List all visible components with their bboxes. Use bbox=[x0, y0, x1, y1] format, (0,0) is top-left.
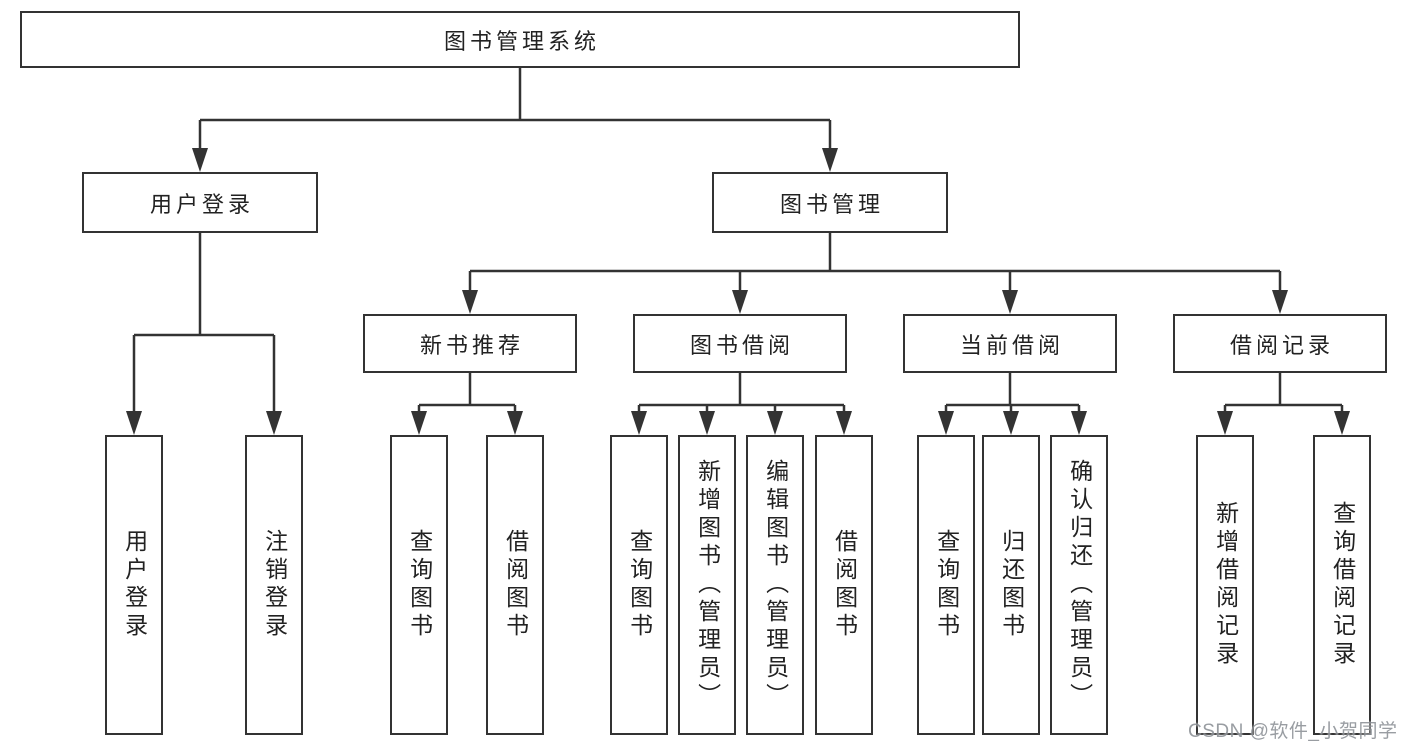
node-root: 图书管理系统 bbox=[20, 11, 1020, 68]
node-label: 借阅记录 bbox=[1229, 332, 1334, 358]
node-label: 编辑图书（管理员） bbox=[762, 459, 789, 711]
arrow-down-icon bbox=[1272, 290, 1288, 314]
node-label: 图书管理系统 bbox=[443, 28, 600, 54]
leaf-confirm-return-admin: 确认归还（管理员） bbox=[1050, 435, 1108, 735]
node-label: 查询图书 bbox=[406, 529, 433, 641]
node-label: 查询图书 bbox=[933, 529, 960, 641]
leaf-add-book-admin: 新增图书（管理员） bbox=[678, 435, 736, 735]
leaf-query-borrow-record: 查询借阅记录 bbox=[1313, 435, 1371, 735]
arrow-down-icon bbox=[1071, 411, 1087, 435]
node-label: 当前借阅 bbox=[959, 332, 1064, 358]
leaf-borrow-books-recommend: 借阅图书 bbox=[486, 435, 544, 735]
node-label: 图书借阅 bbox=[689, 332, 794, 358]
node-label: 归还图书 bbox=[998, 529, 1025, 641]
node-label: 用户登录 bbox=[121, 529, 148, 641]
leaf-user-login: 用户登录 bbox=[105, 435, 163, 735]
node-label: 新增借阅记录 bbox=[1212, 501, 1239, 669]
leaf-borrow-books-borrow: 借阅图书 bbox=[815, 435, 873, 735]
arrow-down-icon bbox=[1002, 290, 1018, 314]
arrow-down-icon bbox=[822, 148, 838, 172]
node-book-borrow: 图书借阅 bbox=[633, 314, 847, 373]
leaf-edit-book-admin: 编辑图书（管理员） bbox=[746, 435, 804, 735]
arrow-down-icon bbox=[1334, 411, 1350, 435]
node-label: 图书管理 bbox=[779, 191, 884, 217]
node-borrow-records: 借阅记录 bbox=[1173, 314, 1387, 373]
leaf-query-books-borrow: 查询图书 bbox=[610, 435, 668, 735]
node-label: 新增图书（管理员） bbox=[694, 459, 721, 711]
node-user-login: 用户登录 bbox=[82, 172, 318, 233]
leaf-query-books-recommend: 查询图书 bbox=[390, 435, 448, 735]
node-label: 借阅图书 bbox=[502, 529, 529, 641]
arrow-down-icon bbox=[266, 411, 282, 435]
arrow-down-icon bbox=[411, 411, 427, 435]
watermark: CSDN @软件_小贺同学 bbox=[1188, 721, 1398, 742]
leaf-add-borrow-record: 新增借阅记录 bbox=[1196, 435, 1254, 735]
arrow-down-icon bbox=[192, 148, 208, 172]
arrow-down-icon bbox=[732, 290, 748, 314]
node-label: 查询借阅记录 bbox=[1329, 501, 1356, 669]
arrow-down-icon bbox=[126, 411, 142, 435]
arrow-down-icon bbox=[507, 411, 523, 435]
node-book-management: 图书管理 bbox=[712, 172, 948, 233]
leaf-query-books-current: 查询图书 bbox=[917, 435, 975, 735]
node-label: 新书推荐 bbox=[419, 332, 524, 358]
connector-lines bbox=[132, 68, 1344, 415]
arrow-down-icon bbox=[631, 411, 647, 435]
arrow-down-icon bbox=[938, 411, 954, 435]
node-label: 确认归还（管理员） bbox=[1066, 459, 1093, 711]
node-label: 查询图书 bbox=[626, 529, 653, 641]
arrow-down-icon bbox=[699, 411, 715, 435]
arrow-down-icon bbox=[836, 411, 852, 435]
node-label: 用户登录 bbox=[149, 191, 254, 217]
arrow-down-icon bbox=[767, 411, 783, 435]
arrow-down-icon bbox=[1003, 411, 1019, 435]
arrow-down-icon bbox=[462, 290, 478, 314]
leaf-logout: 注销登录 bbox=[245, 435, 303, 735]
node-label: 借阅图书 bbox=[831, 529, 858, 641]
node-current-borrow: 当前借阅 bbox=[903, 314, 1117, 373]
arrow-down-icon bbox=[1217, 411, 1233, 435]
node-label: 注销登录 bbox=[261, 529, 288, 641]
leaf-return-book: 归还图书 bbox=[982, 435, 1040, 735]
node-new-book-recommend: 新书推荐 bbox=[363, 314, 577, 373]
